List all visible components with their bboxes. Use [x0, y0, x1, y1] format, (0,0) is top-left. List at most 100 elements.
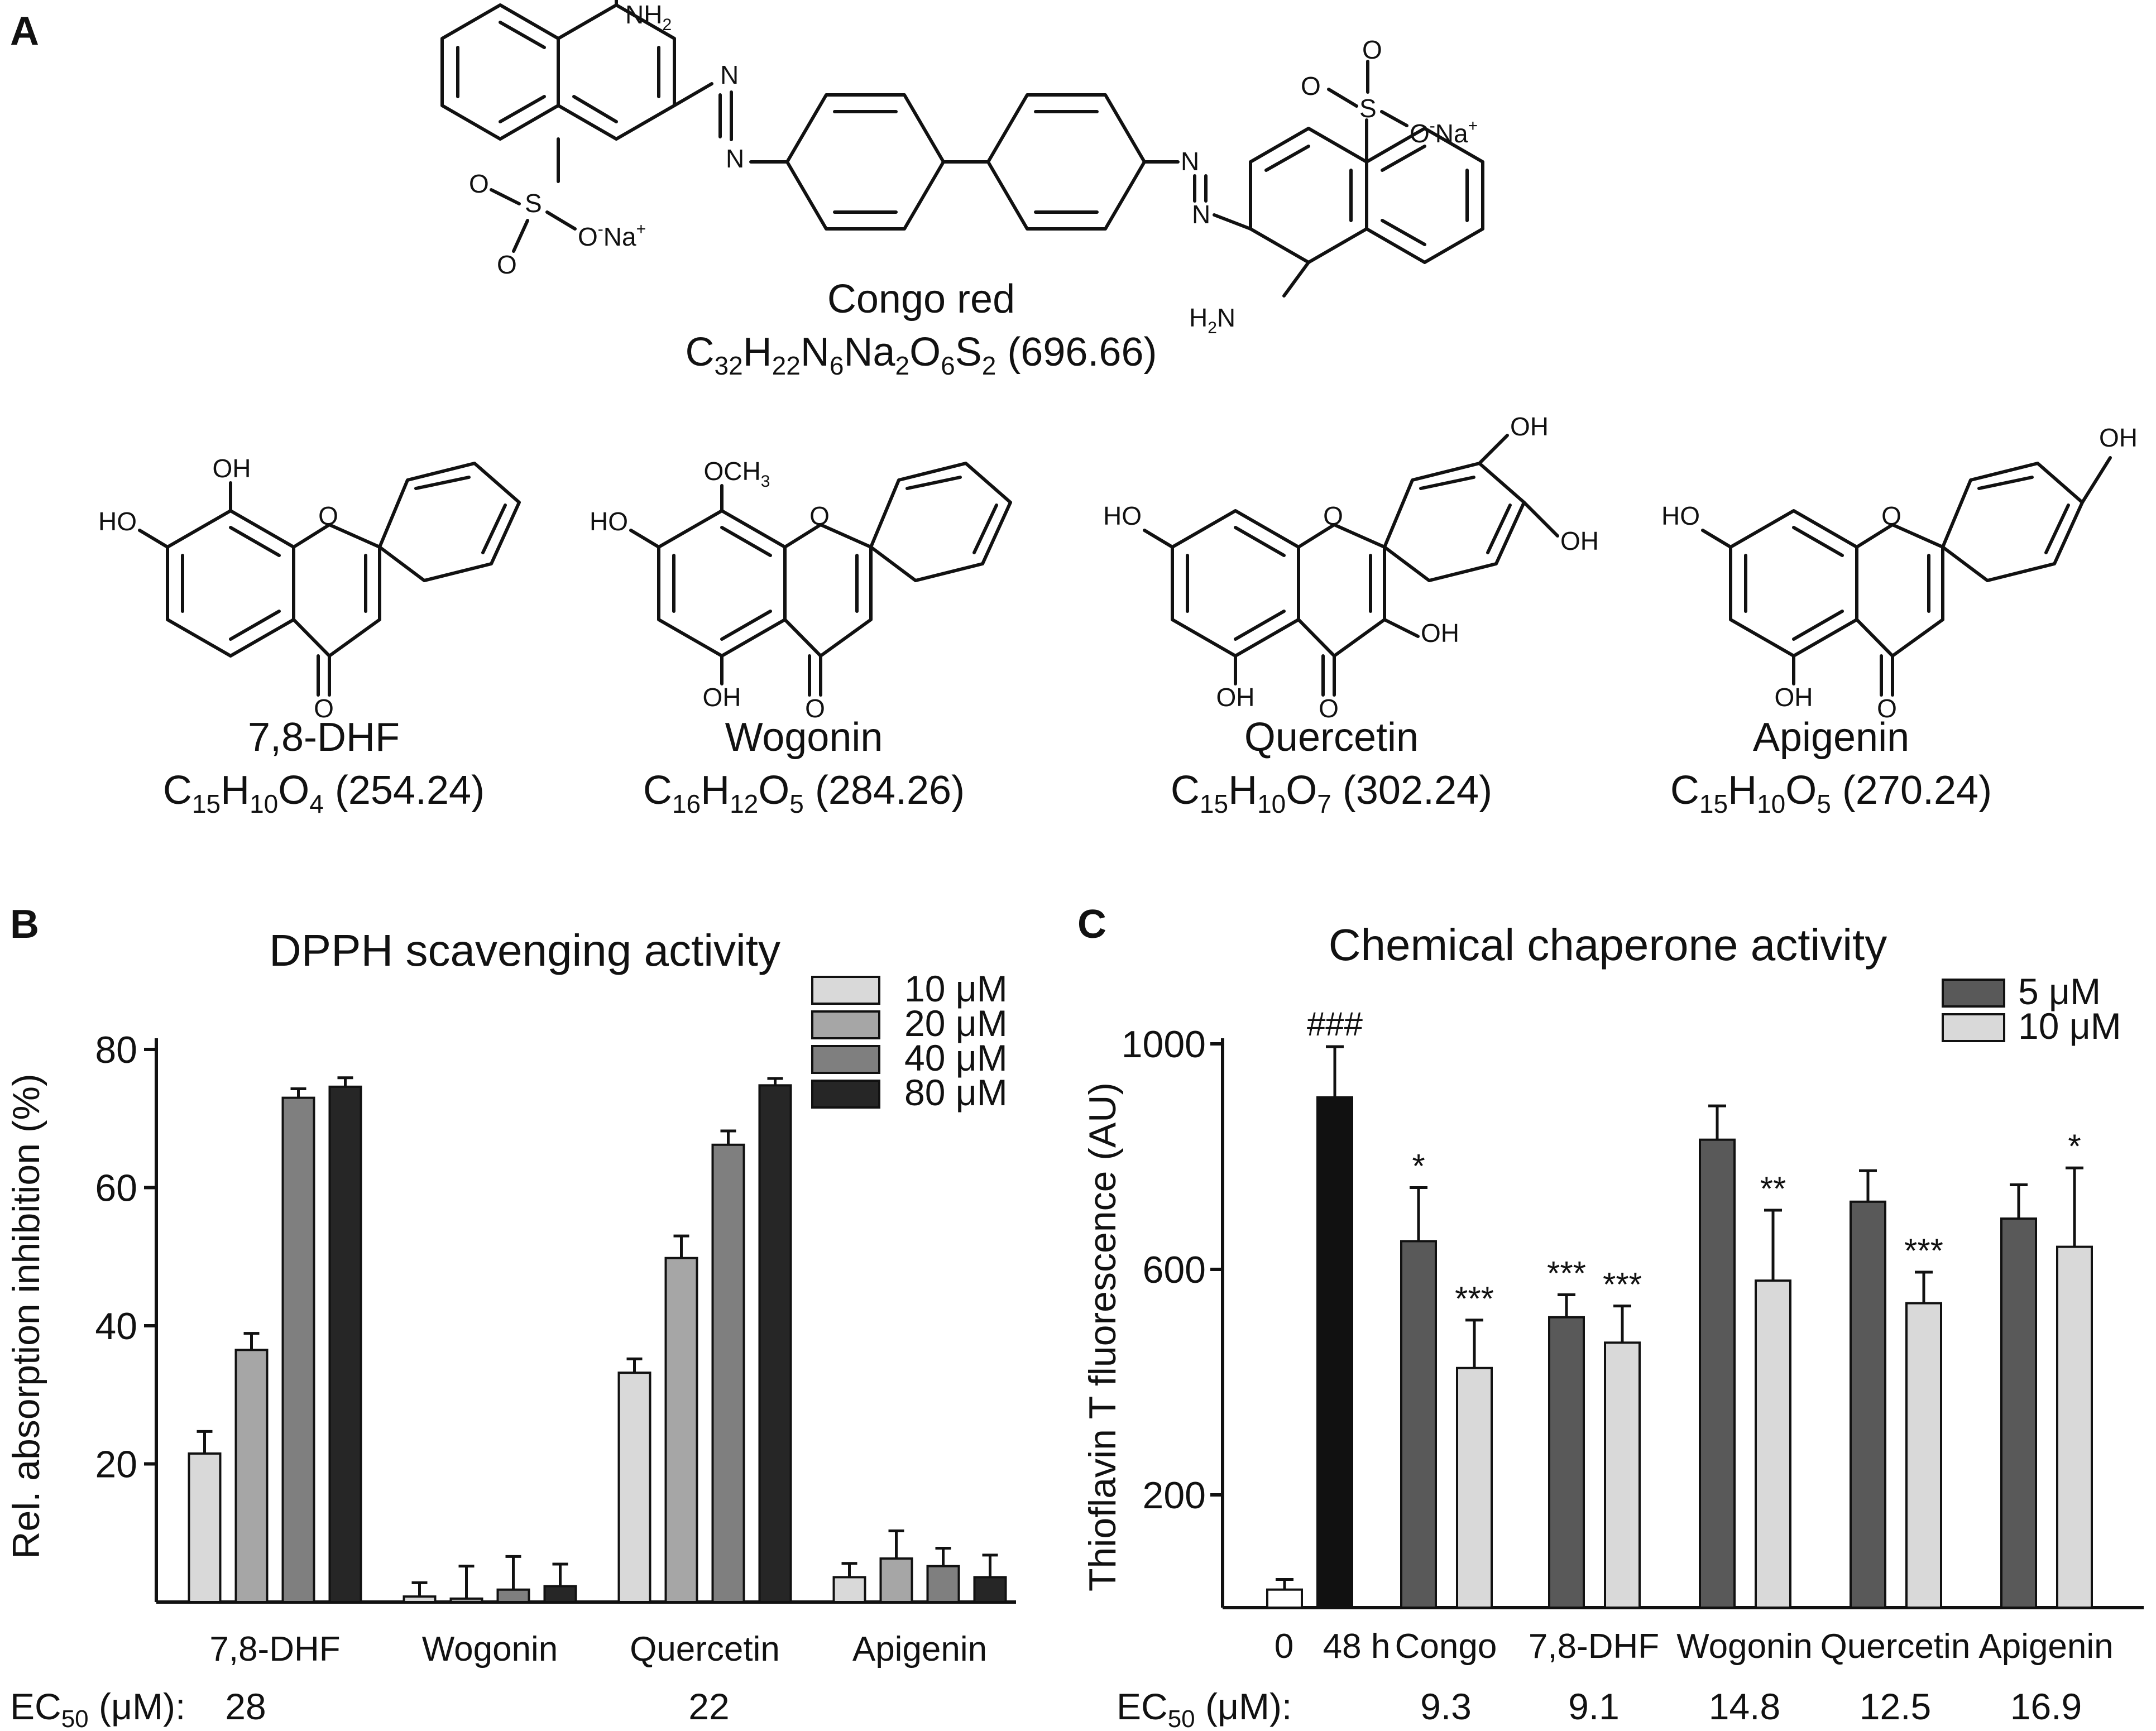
chart-b-bar — [617, 1372, 651, 1603]
congo-right-ring-2-d3 — [1381, 219, 1426, 246]
chart-b-bar — [879, 1557, 913, 1604]
chart-b-bar — [926, 1565, 960, 1603]
formula-part: (284.26) — [804, 768, 965, 813]
wogonin-ring-b-d1 — [905, 476, 962, 490]
dhf-ring-a-d3 — [229, 526, 281, 557]
chart-b-bar — [543, 1585, 577, 1604]
chart-c-annotation: ** — [1760, 1170, 1786, 1207]
chart-c-bar — [1755, 1279, 1791, 1609]
chart-b-title: DPPH scavenging activity — [269, 926, 780, 975]
formula-part: (254.24) — [324, 768, 485, 813]
chart-b-bar — [234, 1349, 269, 1603]
wogonin-name: Wogonin — [725, 715, 883, 760]
congo-s-right-o3 — [1380, 110, 1408, 127]
chart-c-legend-label: 10 μM — [2018, 1005, 2121, 1047]
panel-letter-c: C — [1077, 902, 1106, 947]
apigenin-ho7-bond — [1701, 529, 1732, 549]
apigenin-o-carbonyl: O — [1877, 694, 1897, 723]
quercetin-oh5: OH — [1216, 683, 1255, 712]
quercetin-oh3: OH — [1421, 618, 1459, 648]
congo-o-left-1: O — [469, 169, 489, 198]
chart-c-tick-label: 600 — [1143, 1249, 1206, 1291]
chart-b-bar — [496, 1588, 530, 1604]
wogonin-structure: O O OCH3 HO OH — [590, 457, 1012, 723]
formula-part: O — [1785, 768, 1817, 813]
congo-azo-left-1 — [673, 82, 713, 107]
formula-part: N — [801, 330, 830, 375]
formula-part: C — [163, 768, 192, 813]
dhf-oh8: OH — [213, 454, 251, 483]
dhf-ring-b-d2 — [481, 504, 507, 554]
formula-part: 22 — [772, 351, 801, 380]
congo-n-right-1: N — [1181, 147, 1199, 176]
chart-c-bar — [1699, 1138, 1736, 1609]
panel-c: C Chemical chaperone activity Thioflavin… — [1077, 902, 2144, 1731]
congo-left-ring-1-double-2 — [499, 21, 546, 49]
quercetin-oh4p-bond — [1522, 501, 1559, 538]
dhf-ring-c — [292, 523, 381, 658]
chart-b-ec50-value: 22 — [688, 1686, 729, 1727]
chart-c-ec50-value: 14.8 — [1709, 1686, 1780, 1727]
chart-c-annotation: *** — [1547, 1254, 1586, 1292]
chart-c-annotation: *** — [1455, 1280, 1494, 1317]
chart-b-bar — [403, 1595, 437, 1604]
chart-c-annotation: *** — [1904, 1232, 1943, 1269]
dhf-o-carbonyl: O — [314, 694, 334, 723]
congo-h2n-bottom: H2N — [1189, 303, 1235, 337]
formula-part: 2 — [982, 351, 996, 380]
chart-c-ec50-label: EC50 (μM): — [1117, 1686, 1292, 1731]
quercetin-name: Quercetin — [1244, 715, 1419, 760]
dhf-formula: C15H10O4 (254.24) — [163, 768, 485, 818]
chart-c-bar — [1400, 1240, 1437, 1609]
chart-b-category-label: Wogonin — [422, 1630, 558, 1668]
formula-part: H — [701, 768, 730, 813]
chart-c-ylabel: Thioflavin T fluorescence (AU) — [1081, 1082, 1124, 1591]
quercetin-ring-b-d2 — [1486, 504, 1512, 554]
formula-part: 7 — [1317, 789, 1331, 818]
wogonin-ring-a-d3 — [720, 526, 772, 557]
dhf-ring-a — [166, 509, 295, 658]
formula-part: 6 — [830, 351, 844, 380]
congo-right-ring-2-d2 — [1381, 145, 1426, 172]
apigenin-ho7: HO — [1661, 501, 1700, 530]
wogonin-ring-b-d2 — [972, 504, 998, 554]
panel-a: A NH2 S O O O-Na+ N — [10, 0, 2138, 818]
chart-c-category-label: Quercetin — [1820, 1627, 1971, 1666]
formula-part: 5 — [1817, 789, 1831, 818]
chart-b-bar — [449, 1597, 483, 1603]
congo-nh2-top: NH2 — [625, 0, 672, 34]
congo-n-left-1: N — [720, 60, 739, 89]
ec50-label-part: 50 — [61, 1705, 89, 1731]
chart-c-legend-label: 5 μM — [2018, 971, 2101, 1012]
quercetin-ring-a — [1171, 509, 1300, 658]
chart-c-category-label: Wogonin — [1676, 1627, 1813, 1666]
chart-b-bar — [832, 1576, 866, 1603]
congo-left-ring-2-double-2 — [572, 95, 618, 123]
formula-part: C — [643, 768, 672, 813]
wogonin-o-carbonyl: O — [805, 694, 825, 723]
congo-s-left-o3 — [545, 210, 577, 231]
congo-s-left: S — [525, 189, 542, 218]
chart-c-category-label: Apigenin — [1978, 1627, 2113, 1666]
congo-red-structure: NH2 S O O O-Na+ N N — [440, 0, 1484, 337]
apigenin-ring-a-d2 — [1792, 610, 1844, 641]
dhf-o-ring: O — [318, 501, 338, 530]
apigenin-oh4p: OH — [2099, 423, 2138, 452]
quercetin-o-ring: O — [1323, 501, 1343, 530]
formula-part: H — [221, 768, 250, 813]
formula-part: C — [1171, 768, 1200, 813]
chart-c-bar — [1604, 1341, 1641, 1609]
wogonin-o-ring: O — [809, 501, 830, 530]
chart-b-category-label: Apigenin — [852, 1630, 987, 1668]
chart-c-legend-swatch — [1942, 979, 2005, 1008]
congo-o-right-2: O — [1362, 35, 1382, 64]
congo-right-ring-1-d1 — [1264, 145, 1310, 172]
dhf-ring-a-d2 — [229, 610, 281, 641]
chart-b-bar — [328, 1085, 362, 1603]
chart-c-category-label: 48 h — [1323, 1627, 1391, 1666]
apigenin-ring-a — [1729, 509, 1858, 658]
chart-c-category-label: 0 — [1275, 1627, 1293, 1666]
formula-part: C — [1670, 768, 1699, 813]
